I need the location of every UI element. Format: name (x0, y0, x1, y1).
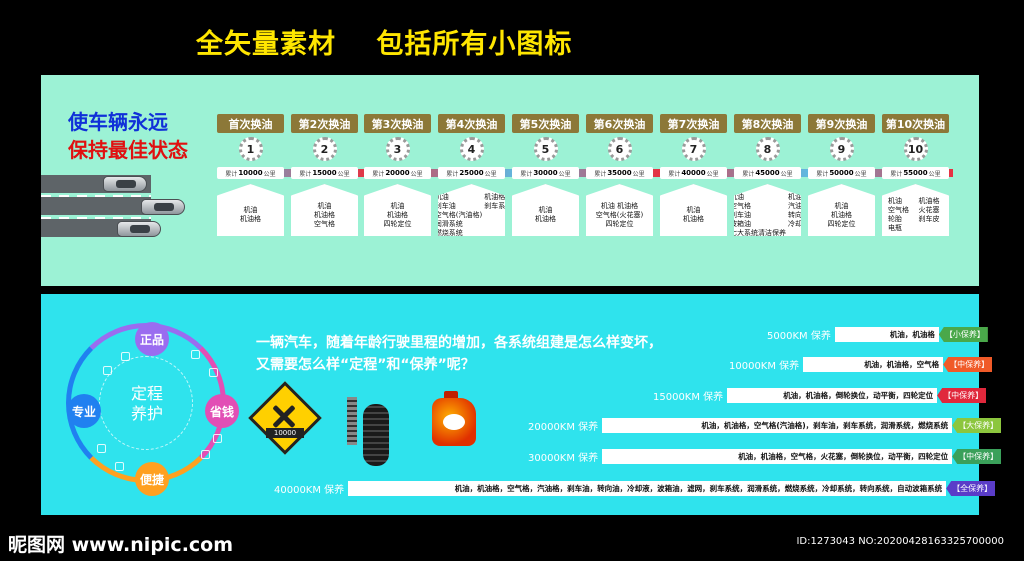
gear-icon: 8 (755, 137, 780, 161)
plan-items: 机油，机油格，空气格，火花塞，倒轮换位，动平衡，四轮定位 (602, 449, 953, 464)
service-items-box: 机油机油格四轮定位 (808, 184, 875, 236)
description-text: 一辆汽车，随着年龄行驶里程的增加，各系统组建是怎么样变坏， 又需要怎么样“定程”… (256, 335, 662, 373)
stage-label: 第8次换油 (734, 114, 801, 133)
service-items-box: 机油机油格空气格火花塞轮胎刹车皮电瓶 (882, 184, 949, 236)
road-illustration (41, 175, 185, 241)
maintenance-plan-row: 30000KM 保养 机油，机油格，空气格，火花塞，倒轮换位，动平衡，四轮定位 … (528, 449, 1002, 464)
gear-icon: 7 (681, 137, 706, 161)
plan-level-tag: 【中保养】 (943, 357, 993, 372)
plan-level-tag: 【全保养】 (946, 481, 996, 496)
plan-mileage: 40000KM 保养 (274, 485, 345, 496)
stage-label: 第7次换油 (660, 114, 727, 133)
stage-label: 第6次换油 (586, 114, 653, 133)
plan-items: 机油，机油格，倒轮换位，动平衡，四轮定位 (727, 388, 938, 403)
maintenance-plan-row: 40000KM 保养 机油，机油格，空气格，汽油格，刹车油，转向油，冷却液，波箱… (274, 481, 996, 496)
stage-label: 第3次换油 (364, 114, 431, 133)
maintenance-plan-row: 10000KM 保养 机油，机油格，空气格 【中保养】 (729, 357, 993, 372)
stage-label: 第2次换油 (291, 114, 358, 133)
service-items-box: 机油机油格四轮定位 (364, 184, 431, 236)
car-icon (103, 176, 147, 192)
gear-icon: 2 (312, 137, 337, 161)
page-headline: 全矢量素材 包括所有小图标 (196, 22, 602, 61)
tire-icon (363, 404, 389, 466)
plan-mileage: 5000KM 保养 (767, 331, 831, 342)
stage-label: 首次换油 (217, 114, 284, 133)
plan-items: 机油，机油格，空气格，汽油格，刹车油，转向油，冷却液，波箱油，滤网，刹车系统，润… (348, 481, 947, 496)
maintenance-plan-row: 15000KM 保养 机油，机油格，倒轮换位，动平衡，四轮定位 【中保养】 (653, 388, 987, 403)
service-items-box: 机油机油格空气格汽油格刹车油转向油波箱油冷却液七大系统清洁保养 (734, 184, 801, 236)
gear-icon: 3 (385, 137, 410, 161)
service-items-box: 机油机油格 (512, 184, 579, 236)
plan-mileage: 30000KM 保养 (528, 453, 599, 464)
gear-icon: 1 (238, 137, 263, 161)
gear-icon: 9 (829, 137, 854, 161)
gear-icon: 10 (903, 137, 928, 161)
plan-level-tag: 【大保养】 (952, 418, 1002, 433)
service-items-box: 机油 机油格空气格(火花塞)四轮定位 (586, 184, 653, 236)
car-icon (141, 199, 185, 215)
plan-items: 机油，机油格，空气格 (803, 357, 944, 372)
ring-center-text: 定程 养护 (130, 384, 163, 423)
plan-items: 机油，机油格，空气格(汽油格)，刹车油，刹车系统，润滑系统，燃烧系统 (602, 418, 953, 433)
site-logo: 昵图网 www.nipic.com (8, 534, 234, 556)
maintenance-plan-row: 20000KM 保养 机油，机油格，空气格(汽油格)，刹车油，刹车系统，润滑系统… (528, 418, 1002, 433)
plan-level-tag: 【小保养】 (938, 327, 988, 342)
headline-right: 包括所有小图标 (376, 29, 573, 60)
badge-professional: 专业 (67, 394, 101, 428)
gear-icon: 5 (533, 137, 558, 161)
stage-label: 第5次换油 (512, 114, 579, 133)
stage-label: 第4次换油 (438, 114, 505, 133)
service-items-box: 机油机油格 (660, 184, 727, 236)
badge-genuine: 正品 (135, 322, 169, 356)
badge-save-money: 省钱 (205, 394, 239, 428)
plan-mileage: 20000KM 保养 (528, 422, 599, 433)
plan-mileage: 15000KM 保养 (653, 392, 724, 403)
gear-icon: 4 (459, 137, 484, 161)
stage-label: 第9次换油 (808, 114, 875, 133)
slogan-line-1: 使车辆永远 (68, 110, 168, 134)
plan-items: 机油，机油格 (834, 327, 939, 342)
plan-level-tag: 【中保养】 (937, 388, 987, 403)
service-items-box: 机油机油格空气格 (291, 184, 358, 236)
car-icon (117, 221, 161, 237)
shock-absorber-icon (347, 397, 357, 445)
image-id-text: ID:1273043 NO:20200428163325700000 (796, 536, 1004, 547)
badge-convenient: 便捷 (135, 462, 169, 496)
gear-icon: 6 (607, 137, 632, 161)
maintenance-plan-row: 5000KM 保养 机油，机油格 【小保养】 (767, 327, 988, 342)
headline-left: 全矢量素材 (196, 29, 336, 60)
slogan-line-2: 保持最佳状态 (68, 138, 188, 162)
stage-label: 第10次换油 (882, 114, 949, 133)
plan-mileage: 10000KM 保养 (729, 361, 800, 372)
service-items-box: 机油机油格 (217, 184, 284, 236)
sign-text: 10000 (266, 428, 304, 438)
service-items-box: 机油机油格刹车油刹车系统空气格(汽油格)润滑系统燃烧系统 (438, 184, 505, 236)
maintenance-plan-panel: 定程 养护 正品 专业 省钱 便捷 一辆汽车，随着年龄行驶里程的增加，各系统组建… (41, 294, 1002, 515)
plan-level-tag: 【中保养】 (952, 449, 1002, 464)
